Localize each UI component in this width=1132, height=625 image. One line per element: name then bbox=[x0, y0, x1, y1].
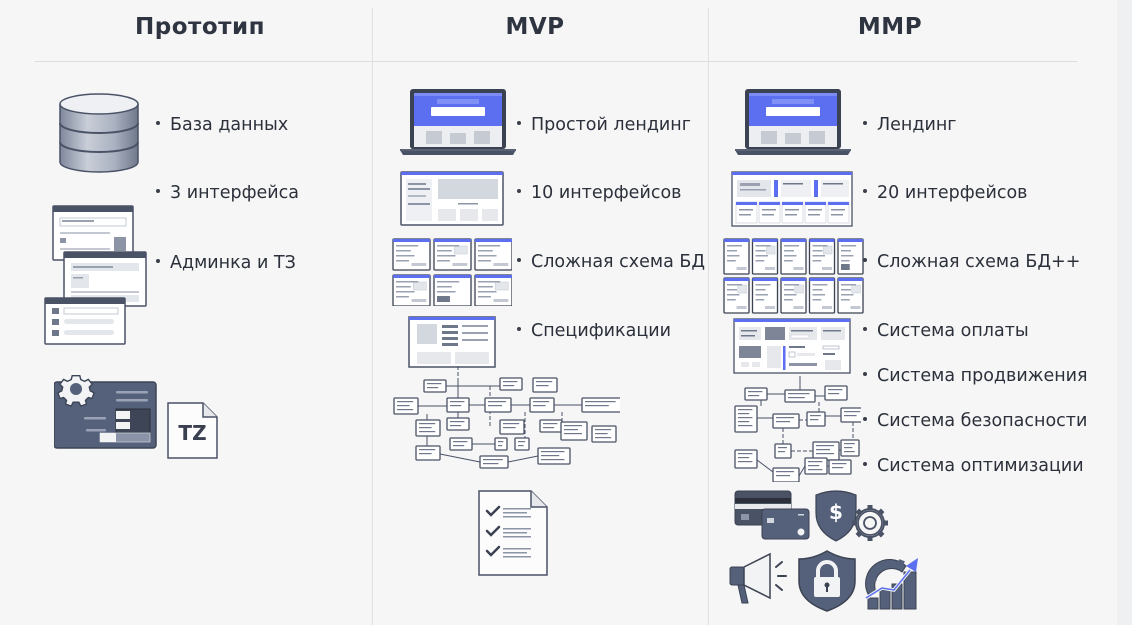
flow-node bbox=[734, 405, 758, 433]
mini-window bbox=[808, 238, 836, 275]
db-schema-grid-icon bbox=[392, 238, 512, 306]
column-title-prototype: Прототип bbox=[135, 14, 265, 40]
right-edge-strip bbox=[1117, 0, 1132, 625]
flow-node bbox=[529, 397, 555, 413]
mini-window bbox=[392, 238, 431, 271]
flow-node bbox=[804, 457, 828, 475]
flow-node bbox=[494, 437, 508, 451]
flow-node bbox=[537, 447, 571, 465]
dollar-shield-gear-icon: $ bbox=[814, 487, 894, 545]
growth-chart-gear-icon bbox=[864, 554, 922, 610]
column-divider bbox=[708, 8, 709, 625]
admin-settings-icon bbox=[54, 373, 158, 449]
mini-window bbox=[474, 274, 512, 306]
flow-node bbox=[806, 411, 826, 427]
flow-node bbox=[423, 379, 447, 393]
column-divider bbox=[372, 8, 373, 625]
flow-node bbox=[840, 439, 860, 457]
megaphone-icon bbox=[728, 551, 790, 605]
flow-node bbox=[591, 425, 617, 443]
flow-connector bbox=[798, 465, 806, 477]
list-item: 3 интерфейса bbox=[156, 183, 299, 203]
flow-connector bbox=[756, 459, 774, 473]
list-item: Система безопасности bbox=[863, 411, 1087, 431]
column-title-mmp: MMP bbox=[857, 14, 923, 40]
mini-window bbox=[433, 238, 472, 271]
mini-window bbox=[780, 238, 807, 275]
list-item: Система оплаты bbox=[863, 321, 1029, 341]
flow-node bbox=[539, 419, 563, 433]
mini-window bbox=[837, 277, 864, 314]
flow-node bbox=[484, 397, 512, 413]
flow-node bbox=[532, 377, 558, 393]
flow-node bbox=[446, 397, 470, 413]
flow-node bbox=[514, 437, 530, 451]
laptop-landing-icon bbox=[399, 88, 517, 156]
flow-connector bbox=[439, 453, 481, 463]
lock-shield-icon bbox=[797, 549, 857, 613]
mini-window bbox=[751, 238, 779, 275]
list-item: Сложная схема БД bbox=[517, 252, 705, 272]
header-divider bbox=[35, 61, 1077, 62]
flow-connector bbox=[507, 455, 539, 463]
flow-node bbox=[499, 419, 525, 435]
payment-window-icon bbox=[733, 318, 851, 374]
list-item: Система продвижения bbox=[863, 366, 1088, 386]
flow-node bbox=[415, 445, 441, 461]
column-title-mvp: MVP bbox=[505, 14, 565, 40]
mini-window bbox=[723, 277, 750, 314]
flow-node bbox=[446, 417, 470, 431]
flow-node bbox=[828, 459, 852, 475]
mini-window bbox=[780, 277, 807, 314]
specification-window-icon bbox=[408, 316, 496, 368]
mini-window bbox=[837, 238, 864, 275]
flow-node bbox=[415, 419, 441, 437]
list-item: Сложная схема БД++ bbox=[863, 252, 1080, 272]
mini-window bbox=[474, 238, 512, 271]
flow-node bbox=[560, 421, 588, 441]
mini-window bbox=[723, 238, 750, 275]
flow-node bbox=[772, 467, 800, 482]
tz-document-icon: TZ bbox=[167, 402, 219, 460]
laptop-landing-icon bbox=[734, 88, 852, 156]
dollar-symbol: $ bbox=[829, 500, 843, 524]
interface-windows-icon bbox=[44, 204, 154, 346]
list-item: 10 интерфейсов bbox=[517, 183, 681, 203]
tz-label: TZ bbox=[178, 421, 207, 445]
checklist-document-icon bbox=[477, 489, 549, 577]
mini-window bbox=[392, 274, 431, 306]
flow-node bbox=[784, 389, 816, 403]
flow-node bbox=[734, 449, 758, 469]
list-item: Лендинг bbox=[863, 115, 956, 135]
flow-node bbox=[449, 437, 473, 451]
list-item: Простой лендинг bbox=[517, 115, 691, 135]
flow-node bbox=[812, 441, 840, 461]
mini-window bbox=[808, 277, 836, 314]
flow-node bbox=[479, 455, 509, 469]
flow-node bbox=[824, 385, 848, 401]
flow-node bbox=[393, 397, 419, 415]
mini-window bbox=[751, 277, 779, 314]
flow-node bbox=[772, 413, 800, 429]
flow-node bbox=[581, 397, 620, 413]
list-item: База данных bbox=[156, 115, 288, 135]
flowchart-diagram-icon bbox=[390, 366, 620, 470]
flow-node bbox=[840, 407, 861, 423]
flow-node bbox=[744, 387, 768, 401]
dashboard-wireframe-icon bbox=[731, 171, 853, 227]
list-item: Система оптимизации bbox=[863, 456, 1084, 476]
mini-window bbox=[433, 274, 472, 306]
credit-cards-icon bbox=[734, 490, 810, 540]
list-item: 20 интерфейсов bbox=[863, 183, 1027, 203]
list-item: Админка и ТЗ bbox=[156, 253, 296, 273]
flowchart-diagram-icon bbox=[733, 376, 861, 482]
db-schema-grid-icon bbox=[723, 238, 865, 314]
database-icon bbox=[58, 92, 140, 174]
flow-node bbox=[774, 443, 792, 459]
flow-node bbox=[499, 377, 523, 391]
interface-wireframe-icon bbox=[400, 171, 504, 227]
list-item: Спецификации bbox=[517, 321, 671, 341]
